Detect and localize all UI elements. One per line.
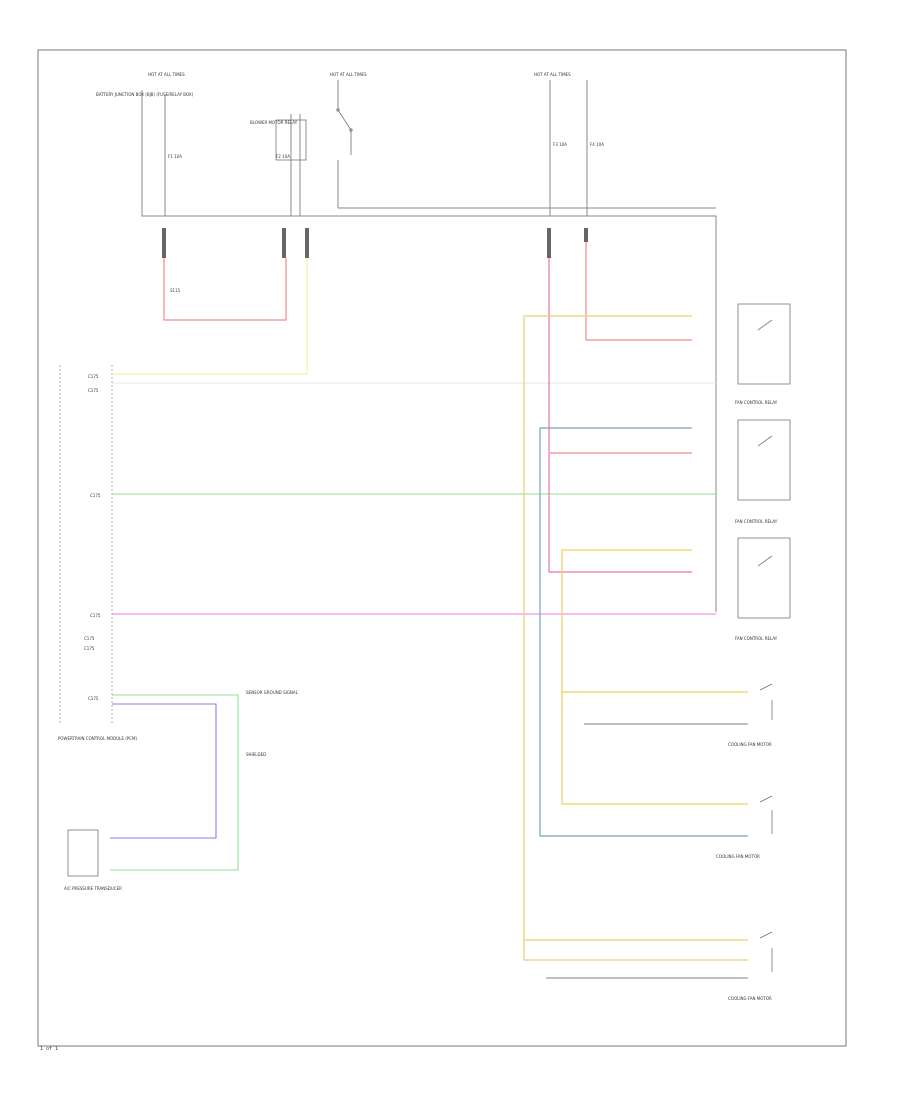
relay-label-2: FAN CONTROL RELAY bbox=[735, 519, 778, 524]
motor-label-2: COOLING FAN MOTOR bbox=[716, 854, 760, 859]
fuse-label-b: F2 10A bbox=[276, 154, 290, 159]
fuse-label-d: F4 10A bbox=[590, 142, 604, 147]
fuse-label-top-mid: HOT AT ALL TIMES bbox=[330, 72, 367, 77]
motor-label-3: COOLING FAN MOTOR bbox=[728, 996, 772, 1001]
pcm-pin-3: C175 bbox=[90, 493, 101, 498]
pcm-pin-6: C175 bbox=[84, 646, 95, 651]
diagram-border bbox=[37, 49, 847, 1047]
right-wires bbox=[523, 242, 748, 979]
motor-label-1: COOLING FAN MOTOR bbox=[728, 742, 772, 747]
relay-label-3: FAN CONTROL RELAY bbox=[735, 636, 778, 641]
top-relay-switch bbox=[275, 108, 353, 161]
wire-red-left bbox=[163, 258, 287, 321]
battery-junction-label: BATTERY JUNCTION BOX (BJB) (FUSE/RELAY B… bbox=[96, 92, 194, 97]
pcm-pin-7: C175 bbox=[88, 696, 99, 701]
pcm-wires bbox=[110, 258, 716, 871]
fuse-label-top-left: HOT AT ALL TIMES bbox=[148, 72, 185, 77]
fan-relays bbox=[737, 303, 791, 619]
connectors-top bbox=[162, 228, 588, 258]
fan-motors bbox=[759, 683, 773, 972]
relay-label-1: FAN CONTROL RELAY bbox=[735, 400, 778, 405]
pcm-module bbox=[59, 365, 113, 725]
pcm-pin-5: C175 bbox=[84, 636, 95, 641]
note-sensor-ground: SENSOR GROUND SIGNAL bbox=[246, 690, 299, 695]
pcm-pin-1: C175 bbox=[88, 374, 99, 379]
pcm-label: POWERTRAIN CONTROL MODULE (PCM) bbox=[58, 736, 137, 741]
fuse-label-a: F1 10A bbox=[168, 154, 182, 159]
pressure-sensor bbox=[67, 829, 99, 877]
fuse-label-c: F3 10A bbox=[553, 142, 567, 147]
page-footer: 1 of 1 bbox=[40, 1046, 59, 1052]
relay-label-top-left: BLOWER MOTOR RELAY bbox=[250, 120, 298, 125]
pcm-pin-2: C175 bbox=[88, 388, 99, 393]
pcm-pin-4: C175 bbox=[90, 613, 101, 618]
splice-label: S115 bbox=[170, 288, 181, 293]
sensor-label: A/C PRESSURE TRANSDUCER bbox=[64, 886, 122, 891]
note-shielded: SHIELDED bbox=[246, 752, 266, 757]
fuse-label-top-right: HOT AT ALL TIMES bbox=[534, 72, 571, 77]
power-bus bbox=[141, 80, 717, 612]
